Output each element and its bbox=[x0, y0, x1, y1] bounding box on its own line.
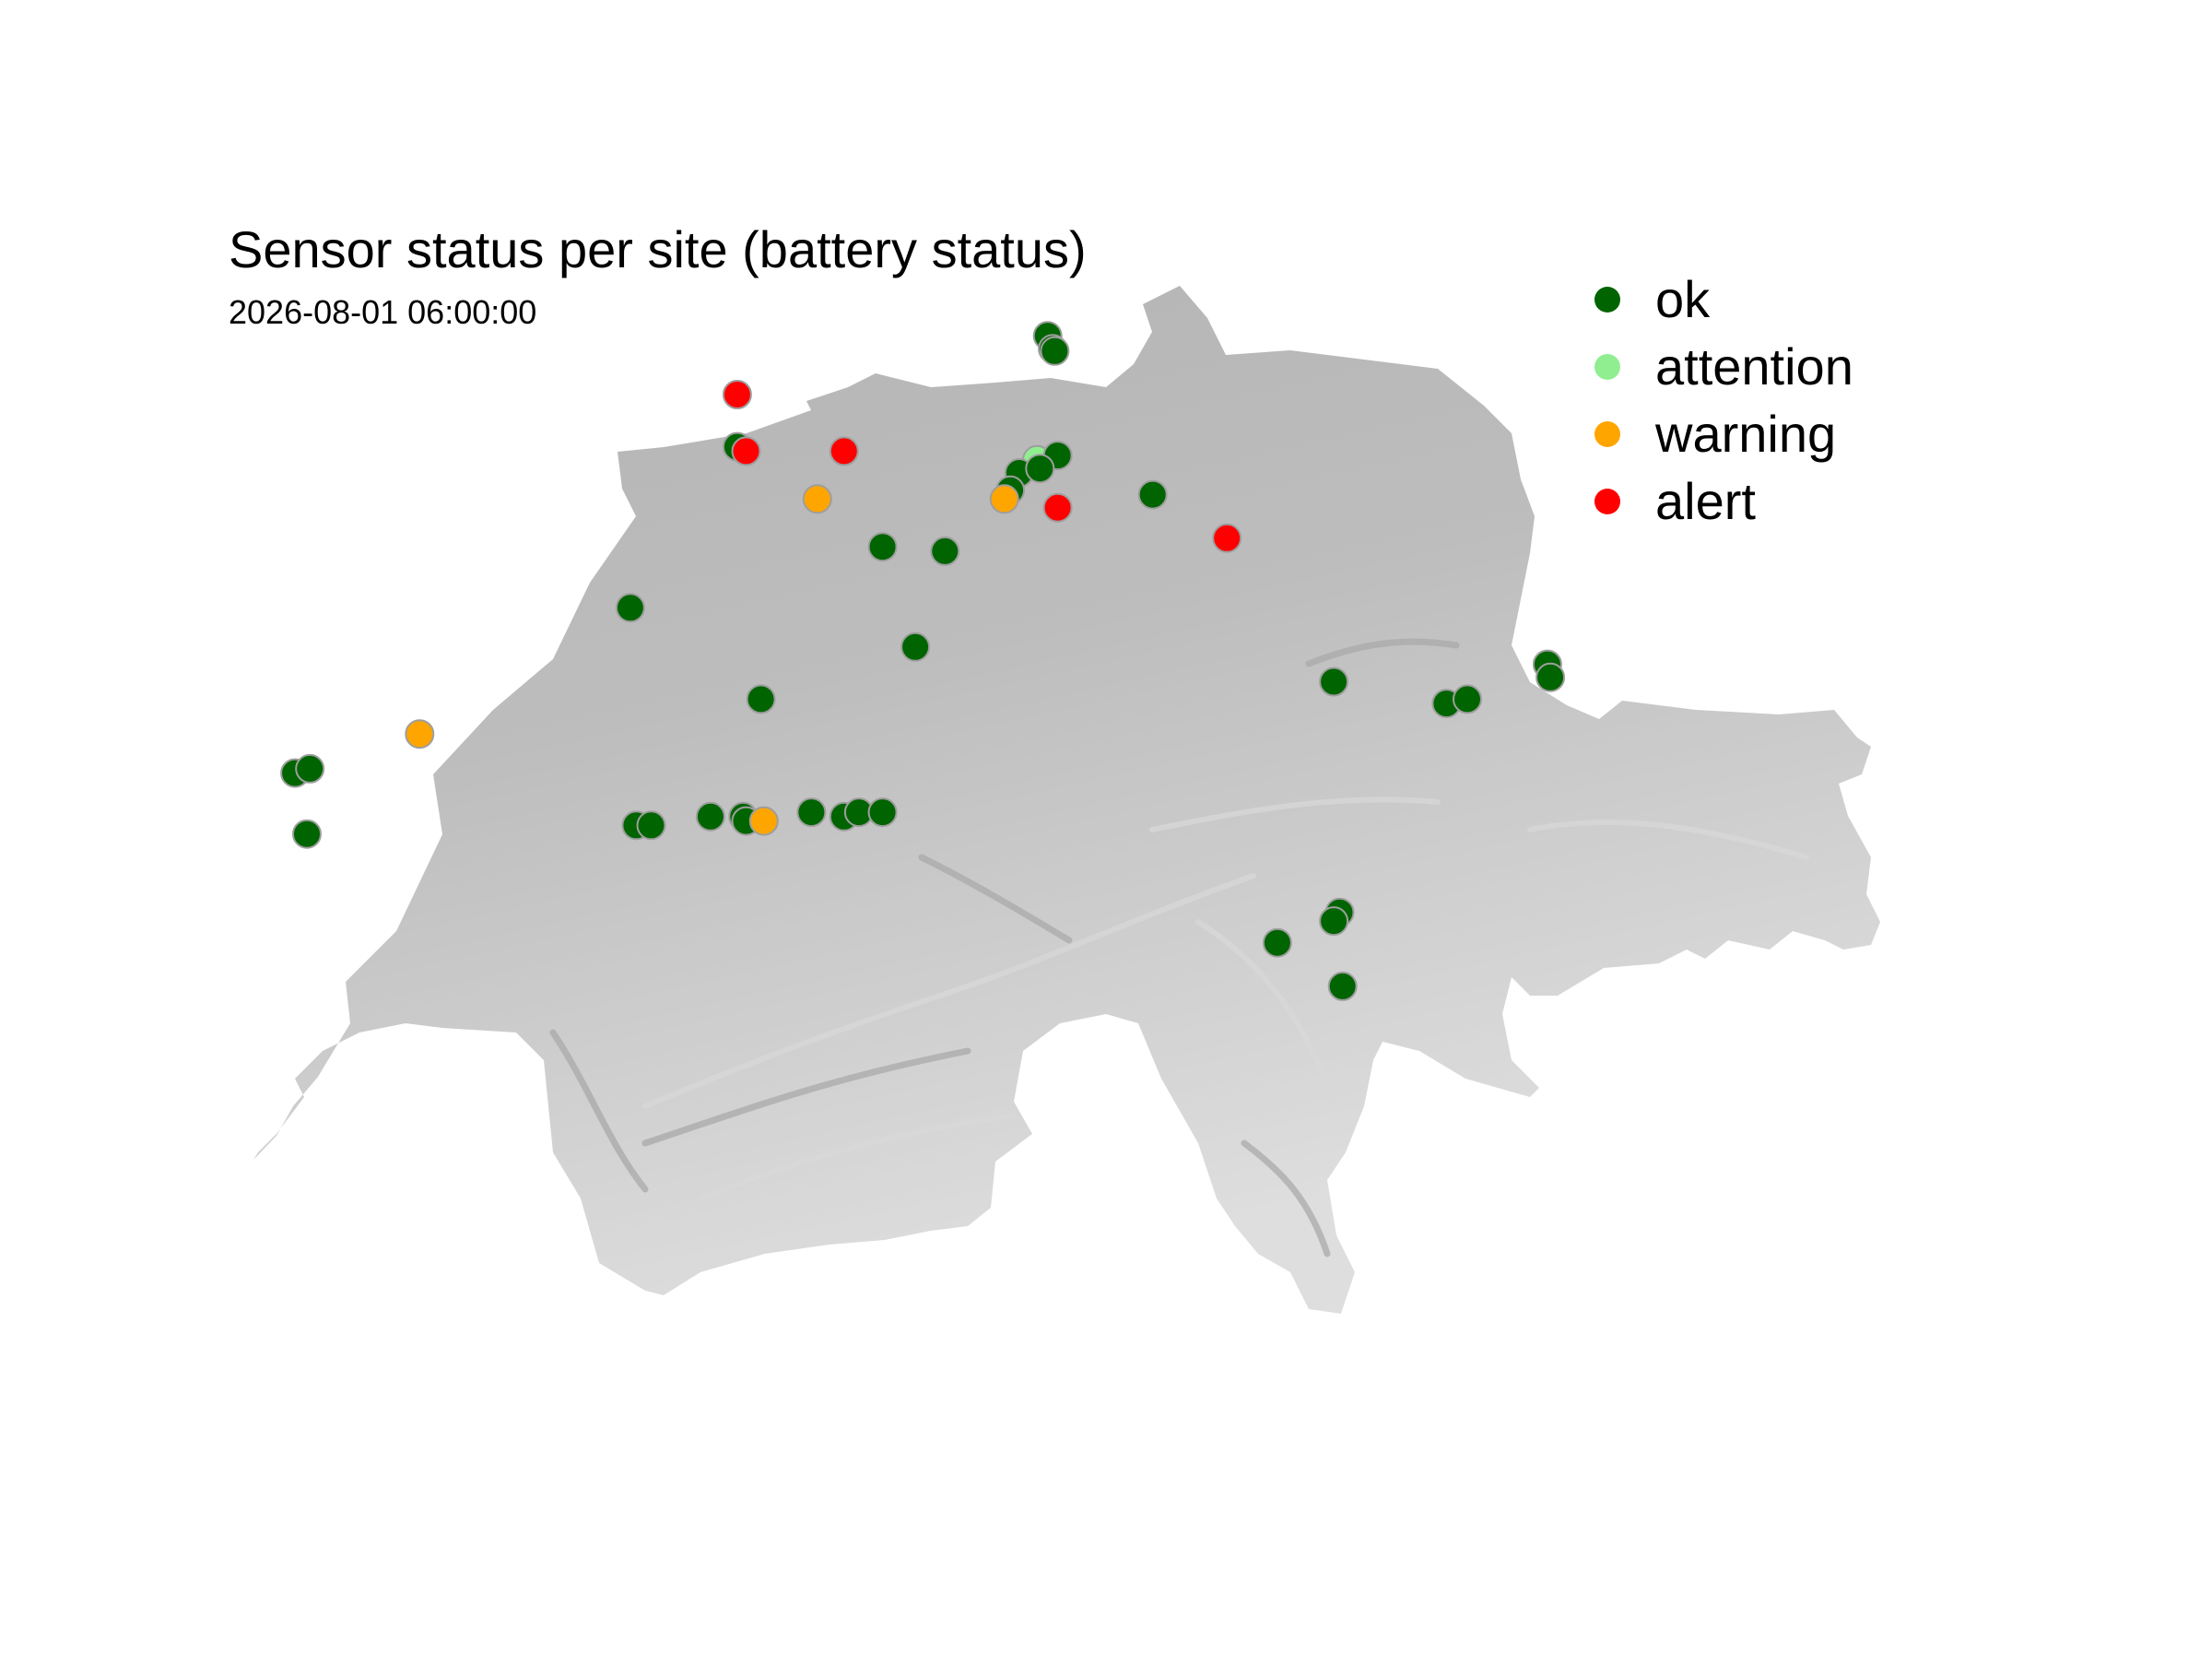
legend: ok attention warning alert bbox=[1594, 266, 1853, 535]
site-marker-warning bbox=[802, 484, 832, 514]
site-marker-warning bbox=[989, 484, 1019, 514]
site-marker-ok bbox=[930, 536, 960, 566]
site-marker-ok bbox=[867, 532, 898, 562]
site-marker-ok bbox=[867, 797, 898, 828]
site-marker-alert bbox=[722, 380, 752, 409]
site-marker-ok bbox=[1262, 927, 1292, 958]
map-title: Sensor status per site (battery status) bbox=[229, 220, 1087, 278]
site-marker-ok bbox=[1040, 336, 1070, 366]
site-marker-alert bbox=[731, 436, 761, 466]
site-marker-ok bbox=[1327, 971, 1358, 1001]
site-marker-warning bbox=[748, 806, 779, 836]
site-marker-ok bbox=[1137, 479, 1168, 510]
relief-valleys bbox=[549, 638, 1460, 1257]
legend-swatch-warning bbox=[1594, 420, 1620, 447]
site-marker-ok bbox=[1025, 454, 1055, 484]
legend-item-alert: alert bbox=[1594, 467, 1853, 535]
legend-swatch-ok bbox=[1594, 286, 1620, 313]
site-marker-warning bbox=[405, 719, 435, 749]
legend-label-ok: ok bbox=[1655, 270, 1711, 328]
site-marker-ok bbox=[615, 593, 645, 623]
legend-swatch-attention bbox=[1594, 353, 1620, 380]
legend-label-attention: attention bbox=[1655, 337, 1853, 395]
site-marker-ok bbox=[1453, 684, 1482, 714]
site-marker-ok bbox=[796, 797, 827, 828]
legend-label-alert: alert bbox=[1655, 472, 1756, 530]
site-marker-ok bbox=[636, 810, 666, 841]
site-marker-ok bbox=[746, 684, 776, 714]
site-markers bbox=[280, 321, 1566, 1001]
site-marker-ok bbox=[1319, 667, 1349, 697]
switzerland-relief-shape bbox=[253, 286, 1880, 1314]
site-marker-ok bbox=[695, 801, 725, 832]
site-marker-alert bbox=[829, 436, 859, 466]
map-subtitle: 2026-08-01 06:00:00 bbox=[229, 293, 537, 331]
site-marker-alert bbox=[1042, 492, 1073, 523]
site-marker-ok bbox=[900, 631, 931, 662]
legend-label-warning: warning bbox=[1655, 405, 1837, 463]
relief-ridges bbox=[642, 797, 1809, 1201]
legend-item-ok: ok bbox=[1594, 266, 1853, 333]
legend-item-attention: attention bbox=[1594, 333, 1853, 400]
site-marker-ok bbox=[1319, 906, 1349, 937]
site-marker-ok bbox=[1535, 662, 1566, 692]
legend-swatch-alert bbox=[1594, 488, 1620, 514]
legend-item-warning: warning bbox=[1594, 400, 1853, 467]
site-marker-ok bbox=[292, 819, 322, 849]
site-marker-alert bbox=[1212, 523, 1242, 553]
site-marker-ok bbox=[295, 753, 325, 784]
